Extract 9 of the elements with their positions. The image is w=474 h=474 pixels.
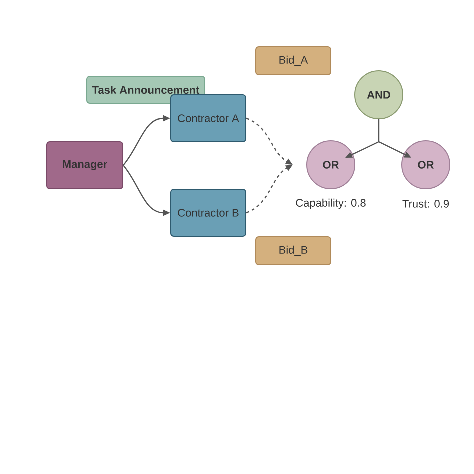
bid-box: Bid_B: [256, 236, 332, 266]
connector-line: [378, 120, 380, 142]
node-caption: Trust: 0.9: [402, 200, 450, 208]
contractor-box: Contractor A: [170, 94, 246, 142]
bid-box: Bid_A: [256, 46, 332, 76]
manager-box: Manager: [46, 142, 124, 190]
contractor-box: Contractor B: [170, 189, 246, 237]
announcement-box: Task Announcement: [86, 76, 206, 104]
node-caption: Capability: 0.8: [296, 198, 366, 210]
